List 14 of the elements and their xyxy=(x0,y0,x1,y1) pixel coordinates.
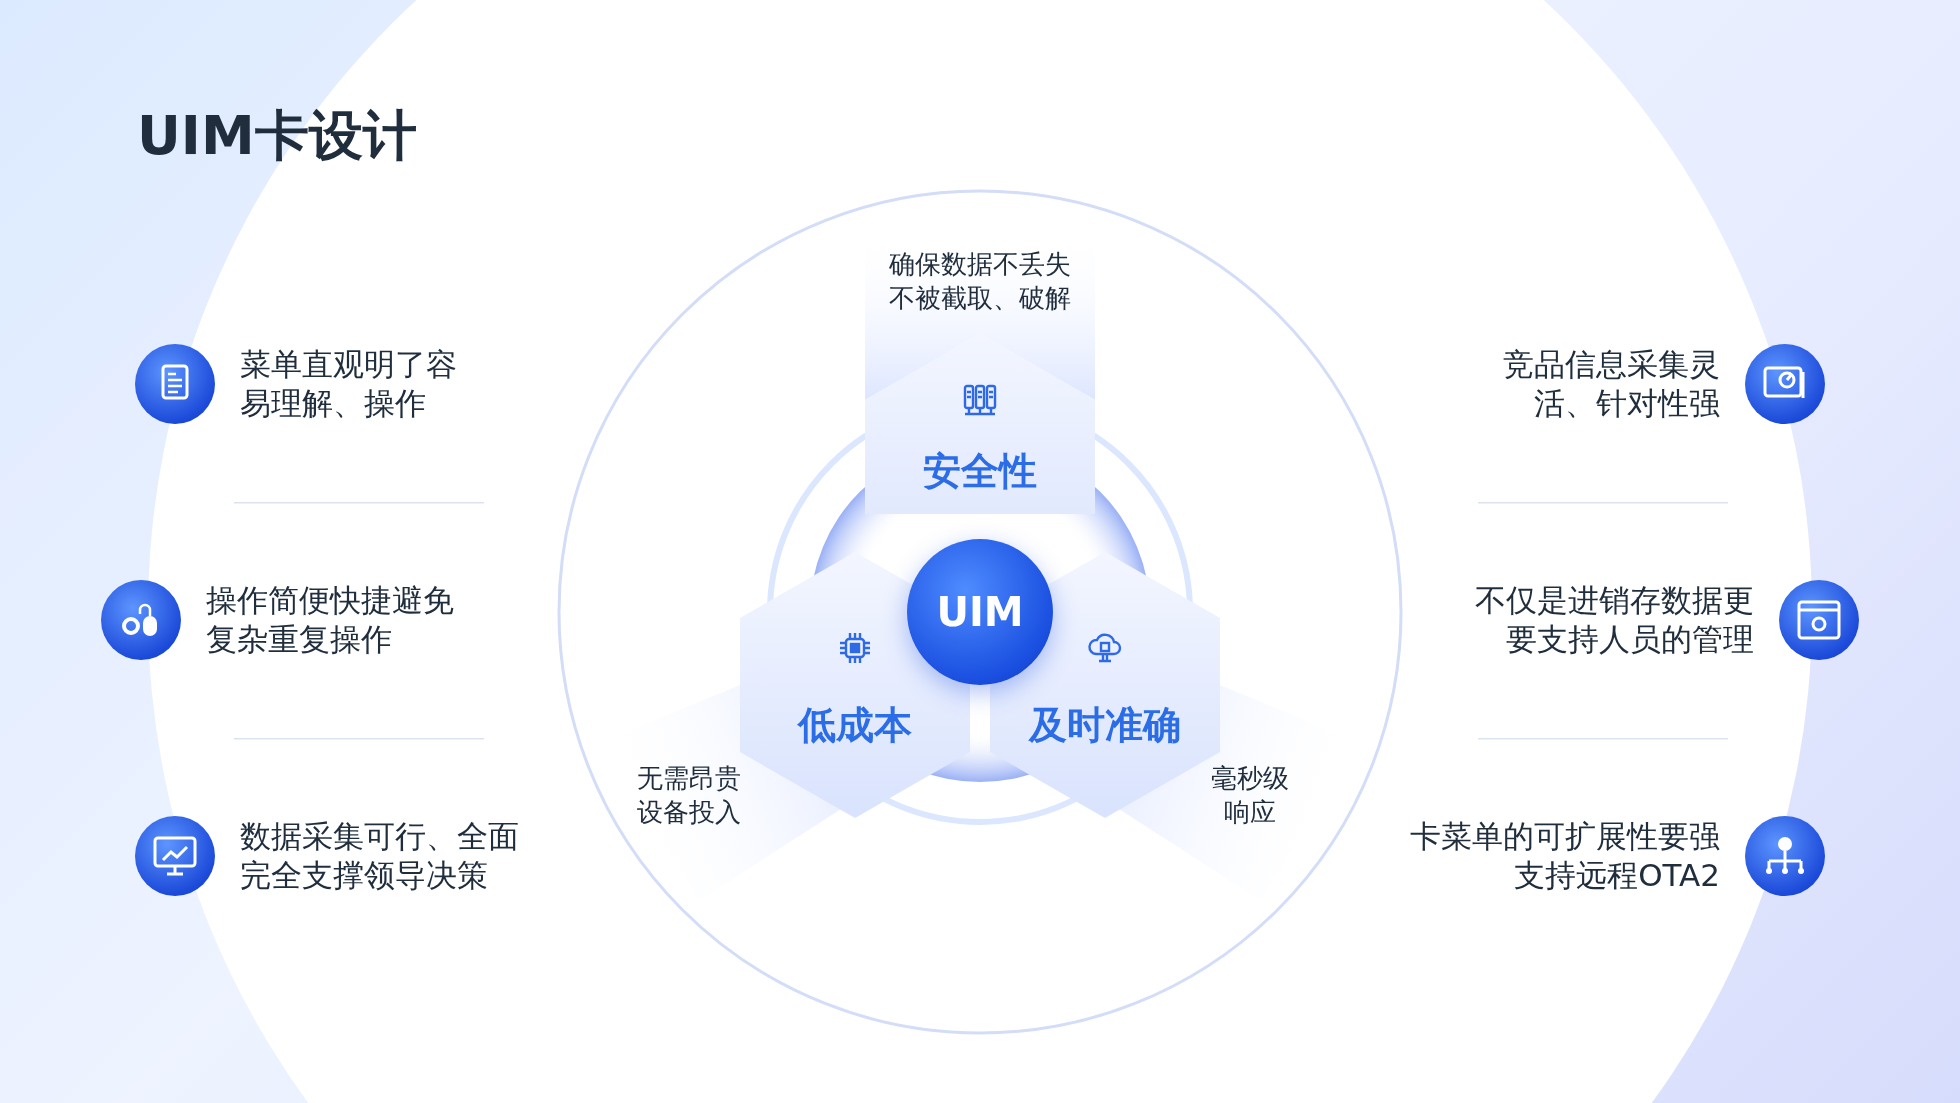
description-text: 确保数据不丢失不被截取、破解 xyxy=(889,248,1071,315)
feature-text: 不仅是进销存数据更要支持人员的管理 xyxy=(1475,581,1754,659)
description-text: 毫秒级响应 xyxy=(1211,762,1289,829)
feature-text: 操作简便快捷避免复杂重复操作 xyxy=(206,581,454,659)
description-text: 无需昂贵设备投入 xyxy=(637,762,741,829)
feature-text: 菜单直观明了容易理解、操作 xyxy=(240,345,457,423)
feature-text: 数据采集可行、全面完全支撑领导决策 xyxy=(240,817,519,895)
feature-text: 卡菜单的可扩展性要强支持远程OTA2 xyxy=(1410,817,1720,895)
hexagon-card xyxy=(865,334,1095,514)
hexagon-title: 及时准确 xyxy=(1027,702,1182,749)
feature-text: 竞品信息采集灵活、针对性强 xyxy=(1503,345,1720,423)
hexagon-title: 安全性 xyxy=(922,448,1038,495)
title: UIM卡设计 xyxy=(137,103,417,169)
hexagon-title: 低成本 xyxy=(796,702,913,749)
